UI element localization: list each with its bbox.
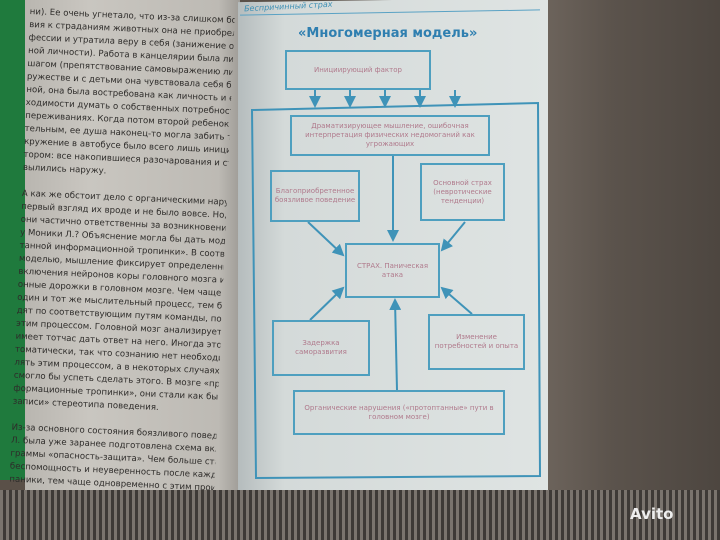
needs-change-box: Изменение потребностей и опыта [428, 314, 525, 370]
self-development-delay-box: Задержка саморазвития [272, 320, 370, 376]
left-page [25, 0, 240, 495]
diagram-title: «Многомерная модель» [298, 26, 478, 41]
table-background [540, 0, 720, 540]
fear-panic-box: СТРАХ. Паническая атака [345, 243, 440, 298]
initiating-factor-box: Инициирующий фактор [285, 50, 431, 90]
outer-frame [250, 101, 542, 480]
acquired-behavior-box: Благоприобретенное боязливое поведение [270, 170, 360, 222]
surface-edge [0, 490, 720, 540]
book-cover-edge [0, 0, 28, 480]
watermark: Avito [630, 505, 674, 523]
dramatizing-thinking-box: Драматизирующее мышление, ошибочная инте… [290, 115, 490, 156]
basic-fear-box: Основной страх (невротические тенденции) [420, 163, 505, 221]
organic-disorders-box: Органические нарушения («протоптанные» п… [293, 390, 505, 435]
